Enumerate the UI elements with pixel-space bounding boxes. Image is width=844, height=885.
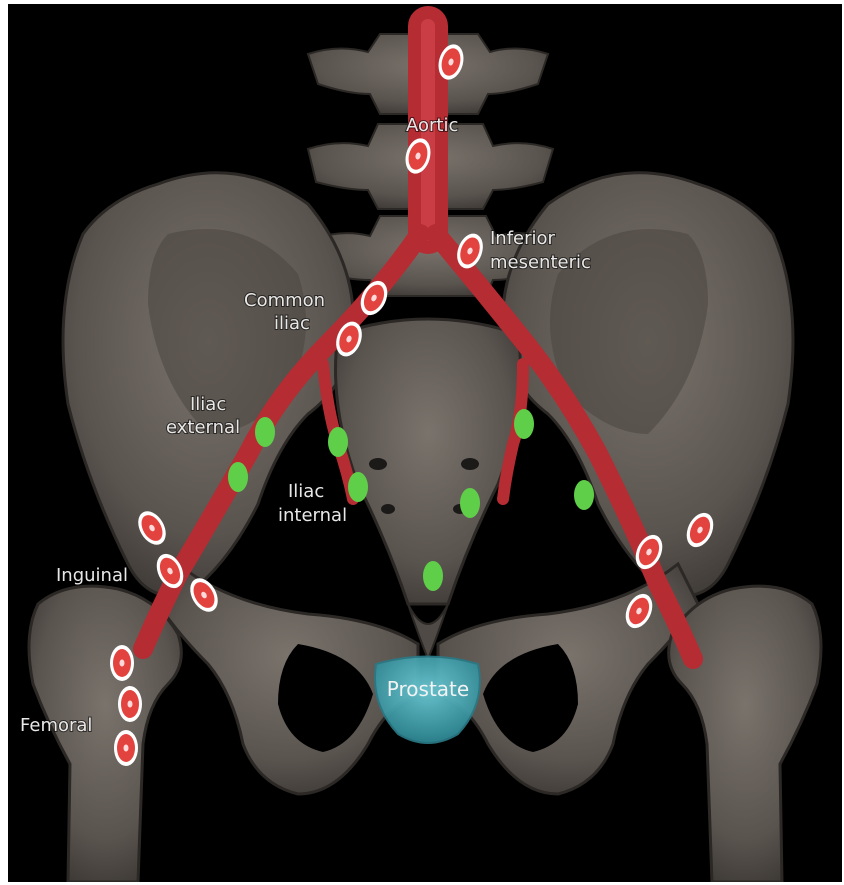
label-inferior-mesenteric-line1: Inferior bbox=[490, 228, 556, 249]
green-lymph-node-icon bbox=[328, 427, 348, 457]
green-lymph-node-icon bbox=[460, 488, 480, 518]
red-lymph-node-icon bbox=[118, 686, 142, 722]
prostate-label: Prostate bbox=[387, 677, 469, 701]
green-lymph-node-icon bbox=[423, 561, 443, 591]
label-inferior-mesenteric-line2: mesenteric bbox=[490, 252, 591, 273]
red-lymph-node-icon bbox=[110, 645, 134, 681]
pelvis-diagram-svg: Prostate bbox=[8, 4, 842, 882]
label-iliac-external-line2: external bbox=[166, 417, 240, 438]
prostate: Prostate bbox=[375, 657, 480, 744]
label-aortic: Aortic bbox=[406, 115, 458, 136]
sacrum bbox=[336, 319, 521, 604]
label-iliac-internal-line2: internal bbox=[278, 505, 347, 526]
green-lymph-node-icon bbox=[348, 472, 368, 502]
green-lymph-node-icon bbox=[514, 409, 534, 439]
right-femur bbox=[669, 586, 821, 882]
pelvis-diagram: Prostate bbox=[8, 4, 842, 882]
label-iliac-internal-line1: Iliac bbox=[288, 481, 324, 502]
label-common-iliac-line2: iliac bbox=[274, 313, 310, 334]
red-lymph-node-icon bbox=[114, 730, 138, 766]
label-inguinal: Inguinal bbox=[56, 565, 128, 586]
green-lymph-node-icon bbox=[574, 480, 594, 510]
green-lymph-node-icon bbox=[228, 462, 248, 492]
label-iliac-external-line1: Iliac bbox=[190, 394, 226, 415]
label-femoral: Femoral bbox=[20, 715, 92, 736]
label-common-iliac-line1: Common bbox=[244, 290, 325, 311]
green-lymph-node-icon bbox=[255, 417, 275, 447]
